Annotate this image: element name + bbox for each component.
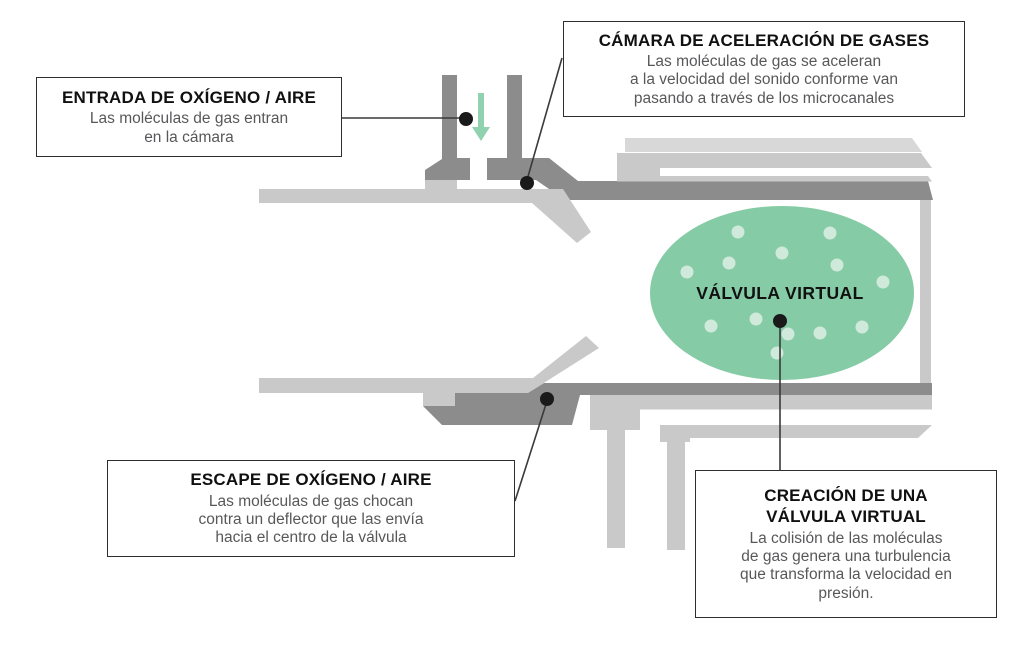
gas-molecule-dot [876, 275, 890, 289]
callout-dot-camara [520, 176, 534, 190]
camara-title: CÁMARA DE ACELERACIÓN DE GASES [598, 30, 930, 50]
inlet-wall-left [425, 75, 470, 180]
escape-label-box: ESCAPE DE OXÍGENO / AIRE Las moléculas d… [107, 460, 515, 557]
gas-molecule-dot [830, 258, 844, 272]
lower-microchannel-head-2 [660, 425, 690, 442]
gas-molecule-dot [722, 256, 736, 270]
creacion-body: La colisión de las moléculas de gas gene… [740, 529, 952, 602]
escape-title: ESCAPE DE OXÍGENO / AIRE [190, 470, 432, 490]
entrada-body: Las moléculas de gas entran en la cámara [89, 110, 289, 146]
upper-left-pipe-notch [425, 180, 457, 189]
callout-line-escape [514, 400, 548, 502]
upper-right-pipe-bottom-wall [660, 176, 932, 182]
gas-molecule-dot [680, 265, 694, 279]
callout-line-camara [526, 57, 563, 181]
gas-molecule-dots [680, 225, 890, 360]
camara-label-box: CÁMARA DE ACELERACIÓN DE GASES Las moléc… [563, 21, 965, 117]
gas-molecule-dot [731, 225, 745, 239]
gas-molecule-dot [775, 246, 789, 260]
upper-right-pipe-end-block [617, 168, 660, 182]
lower-microchannel-leg-1 [607, 409, 625, 548]
callout-dot-escape [540, 392, 554, 406]
lower-microchannel-band-1 [590, 395, 932, 410]
upper-left-light-pipe [259, 189, 591, 243]
lower-microchannel-leg-2 [667, 438, 685, 550]
down-arrow-icon [472, 93, 490, 141]
gas-molecule-dot [704, 319, 718, 333]
inlet-wall-right [507, 75, 522, 160]
entrada-label-box: ENTRADA DE OXÍGENO / AIRE Las moléculas … [36, 77, 342, 157]
camara-body: Las moléculas de gas se aceleran a la ve… [630, 53, 898, 107]
upper-pipe-dark-band [487, 158, 933, 200]
gas-molecule-dot [781, 327, 795, 341]
gas-molecule-dot [823, 226, 837, 240]
gas-molecule-dot [855, 320, 869, 334]
gas-molecule-dot [749, 312, 763, 326]
creacion-label-box: CREACIÓN DE UNA VÁLVULA VIRTUAL La colis… [695, 470, 997, 618]
upper-right-pipe-top-wall [617, 153, 932, 168]
right-end-wall [920, 200, 931, 383]
gas-molecule-dot [770, 346, 784, 360]
entrada-title: ENTRADA DE OXÍGENO / AIRE [61, 88, 317, 108]
valve-virtual-label: VÁLVULA VIRTUAL [696, 283, 864, 303]
callout-dot-creacion [773, 314, 787, 328]
gas-molecule-dot [813, 326, 827, 340]
lower-left-pipe-notch [423, 393, 455, 406]
upper-right-pipe-highlight [625, 138, 922, 152]
lower-left-light-pipe [259, 336, 599, 393]
creacion-title: CREACIÓN DE UNA VÁLVULA VIRTUAL [764, 486, 928, 527]
escape-body: Las moléculas de gas chocan contra un de… [198, 492, 424, 547]
lower-microchannel-band-2 [660, 425, 932, 438]
callout-dot-entrada [459, 112, 473, 126]
virtual-valve-ellipse [650, 206, 914, 380]
